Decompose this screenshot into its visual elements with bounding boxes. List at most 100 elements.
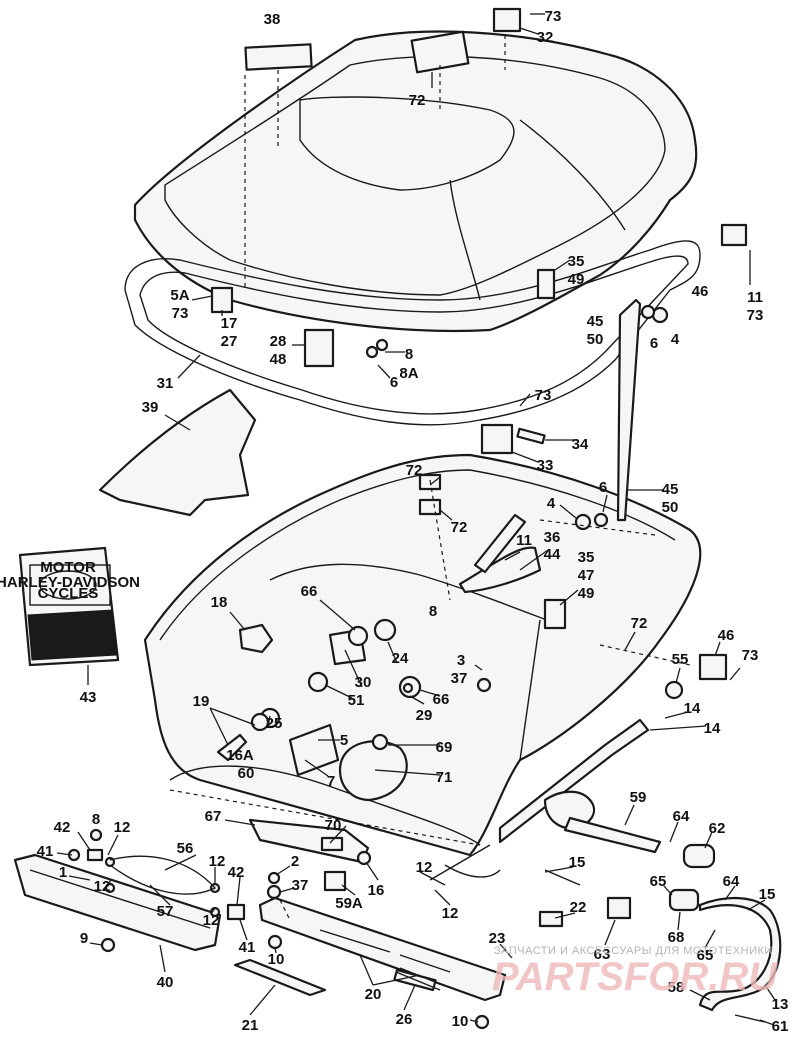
callout-lbl-45b: 45	[662, 481, 679, 498]
decal-43: MOTOR HARLEY-DAVIDSON CYCLES	[0, 546, 140, 667]
assembly-lines	[169, 35, 691, 921]
callout-lbl-2: 2	[291, 853, 299, 870]
callout-lbl-12b: 12	[209, 853, 226, 870]
callout-lbl-12e: 12	[442, 905, 459, 922]
callout-lbl-32: 32	[537, 29, 554, 46]
callout-lbl-39: 39	[142, 399, 159, 416]
callout-lbl-28: 28	[270, 333, 287, 350]
callout-lbl-66a: 66	[301, 583, 318, 600]
callout-lbl-33: 33	[537, 457, 554, 474]
callout-lbl-7: 7	[327, 773, 335, 790]
callout-lbl-22: 22	[570, 899, 587, 916]
liner-39	[98, 388, 257, 517]
wiring-harness	[429, 298, 782, 1023]
callout-lbl-12a: 12	[114, 819, 131, 836]
callout-lbl-19: 19	[193, 693, 210, 710]
callout-lbl-43: 43	[80, 689, 97, 706]
callout-lbl-31: 31	[157, 375, 174, 392]
bracket-67	[248, 818, 370, 864]
watermark-brand: PARTSFOR.RU	[492, 955, 778, 999]
callout-lbl-69: 69	[436, 739, 453, 756]
callout-lbl-12f: 12	[203, 912, 220, 929]
callout-lbl-57: 57	[157, 903, 174, 920]
callout-lbl-8a: 8	[405, 346, 413, 363]
callout-lbl-4a: 4	[671, 331, 680, 348]
callout-lbl-23: 23	[489, 930, 506, 947]
callout-lbl-8b: 8	[429, 603, 437, 620]
callout-lbl-40: 40	[157, 974, 174, 991]
callout-lbl-17: 17	[221, 315, 238, 332]
callout-lbl-14a: 14	[684, 700, 701, 717]
callout-lbl-24: 24	[392, 650, 409, 667]
callout-lbl-6a: 6	[390, 374, 398, 391]
callout-lbl-29: 29	[416, 707, 433, 724]
callout-lbl-42a: 42	[54, 819, 71, 836]
callout-lbl-67: 67	[205, 808, 222, 825]
callout-lbl-72d: 72	[631, 615, 648, 632]
callout-lbl-10b: 10	[452, 1013, 469, 1030]
callout-lbl-21: 21	[242, 1017, 259, 1034]
callout-lbl-64b: 64	[723, 873, 740, 890]
callout-lbl-16A: 16A	[226, 747, 254, 764]
callout-lbl-63: 63	[594, 946, 611, 963]
callout-lbl-59A: 59A	[335, 895, 363, 912]
callout-lbl-26: 26	[396, 1011, 413, 1028]
callout-lbl-38: 38	[264, 11, 281, 28]
callout-lbl-9: 9	[80, 930, 88, 947]
callout-lbl-20: 20	[365, 986, 382, 1003]
callout-lbl-62: 62	[709, 820, 726, 837]
callout-lbl-16: 16	[368, 882, 385, 899]
leader-lines	[56, 13, 776, 1026]
callout-lbl-36: 36	[544, 529, 561, 546]
callout-lbl-11a: 11	[747, 289, 763, 306]
callout-lbl-42b: 42	[228, 864, 245, 881]
callout-lbl-12d: 12	[94, 878, 111, 895]
callout-lbl-37b: 37	[292, 877, 309, 894]
callout-lbl-50b: 50	[662, 499, 679, 516]
callout-lbl-73b: 73	[747, 307, 764, 324]
callout-lbl-35b: 35	[578, 549, 595, 566]
callout-lbl-49b: 49	[578, 585, 595, 602]
callout-lbl-1: 1	[59, 864, 67, 881]
callout-lbl-51: 51	[348, 692, 365, 709]
callout-lbl-8A: 8A	[399, 365, 418, 382]
callout-lbl-73a: 73	[545, 8, 562, 25]
callout-lbl-72c: 72	[451, 519, 468, 536]
callout-lbl-73e: 73	[742, 647, 759, 664]
lid-gasket	[124, 240, 701, 426]
callout-lbl-18: 18	[211, 594, 228, 611]
callout-lbl-55: 55	[672, 651, 689, 668]
callout-lbl-15b: 15	[759, 886, 776, 903]
callout-lbl-44: 44	[544, 546, 561, 563]
callout-lbl-10a: 10	[268, 951, 285, 968]
spring-26	[395, 967, 446, 991]
callout-lbl-41b: 41	[239, 939, 256, 956]
watermark-tagline: ЗАПЧАСТИ И АКСЕССУАРЫ ДЛЯ МОТОТЕХНИКИ	[494, 945, 773, 957]
strip-21	[233, 958, 327, 997]
callout-lbl-47: 47	[578, 567, 595, 584]
callout-lbl-46b: 46	[718, 627, 735, 644]
callout-lbl-30: 30	[355, 674, 372, 691]
callout-lbl-15a: 15	[569, 854, 586, 871]
callout-lbl-48: 48	[270, 351, 287, 368]
callout-lbl-68: 68	[668, 929, 685, 946]
trim-strip-40	[13, 853, 222, 952]
decal-logo-line1: MOTOR	[40, 559, 96, 576]
callout-lbl-64a: 64	[673, 808, 690, 825]
callout-lbl-8c: 8	[92, 811, 100, 828]
callout-lbl-73c: 73	[172, 305, 189, 322]
callout-lbl-60: 60	[238, 765, 255, 782]
lid-gasket-inner	[139, 255, 689, 415]
tour-pak-lid	[133, 30, 698, 333]
tour-pak-base	[143, 453, 702, 857]
callout-lbl-59a: 59	[630, 789, 647, 806]
support-cable-56-57	[109, 855, 217, 895]
callout-lbl-37a: 37	[451, 670, 468, 687]
callout-lbl-70: 70	[325, 817, 342, 834]
decal-logo-line2: HARLEY-DAVIDSON	[0, 574, 140, 591]
callout-lbl-58: 58	[668, 979, 685, 996]
callout-lbl-35a: 35	[568, 253, 585, 270]
callout-lbl-5: 5	[340, 732, 348, 749]
